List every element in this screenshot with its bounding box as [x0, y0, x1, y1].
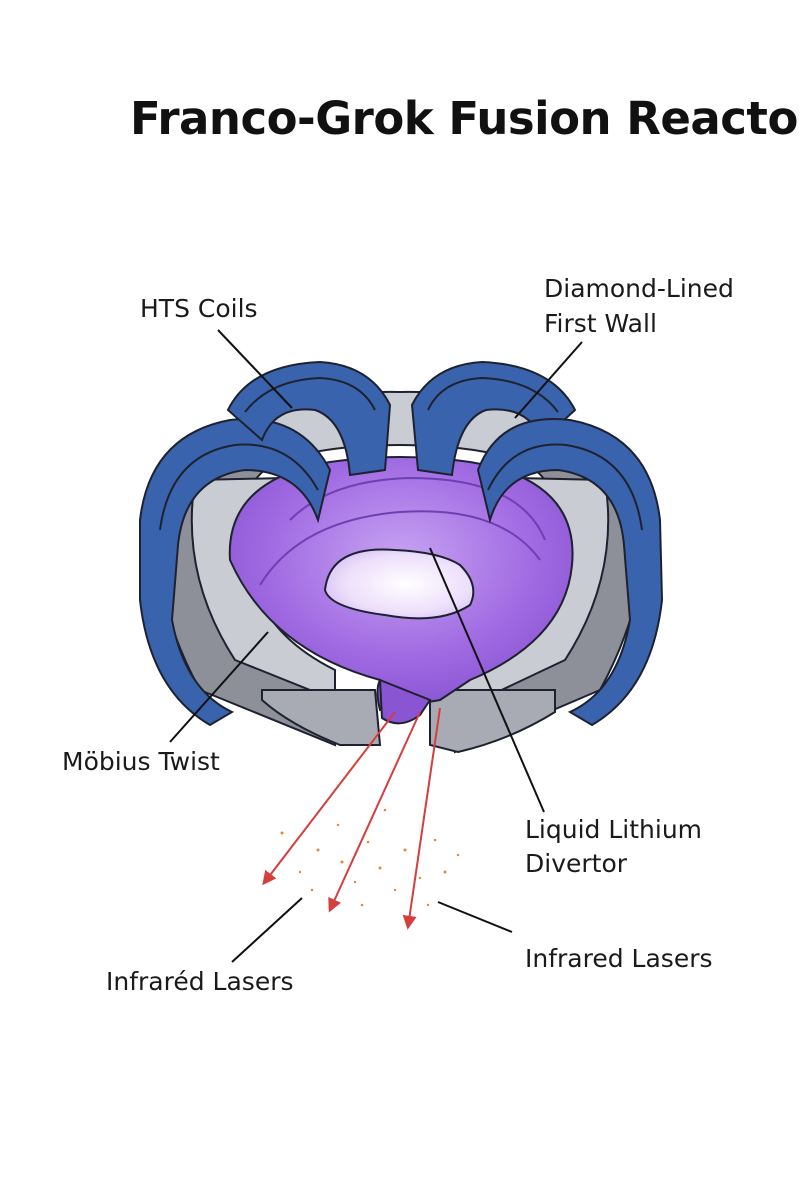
- leader-divertor: [429, 547, 545, 813]
- plasma-core: [323, 548, 475, 620]
- leader-lines: [169, 329, 583, 963]
- laser-beam-left: [262, 711, 396, 886]
- label-divertor-line2: Divertor: [525, 849, 628, 878]
- leader-lasers-right: [437, 901, 513, 933]
- leader-lasers-left: [231, 897, 303, 963]
- label-mobius-twist: Möbius Twist: [62, 747, 220, 776]
- infrared-laser-beams: [262, 707, 441, 930]
- vessel-bottom: [261, 689, 556, 754]
- laser-beam-middle: [328, 711, 421, 913]
- label-first-wall-line1: Diamond-Lined: [544, 274, 734, 303]
- label-divertor-line1: Liquid Lithium: [525, 815, 702, 844]
- leader-first-wall: [514, 341, 583, 419]
- leader-hts-coils: [217, 329, 293, 409]
- leader-mobius-twist: [169, 631, 269, 743]
- hts-coil-group: [139, 360, 664, 727]
- label-hts-coils: HTS Coils: [140, 294, 258, 323]
- laser-beam-right: [402, 707, 441, 930]
- laser-sparks: [280, 808, 460, 907]
- label-first-wall-line2: First Wall: [544, 309, 657, 338]
- diagram-title: Franco-Grok Fusion Reactor: [130, 92, 800, 145]
- label-lasers-left: Infraréd Lasers: [106, 967, 294, 996]
- label-lasers-right: Infrared Lasers: [525, 944, 713, 973]
